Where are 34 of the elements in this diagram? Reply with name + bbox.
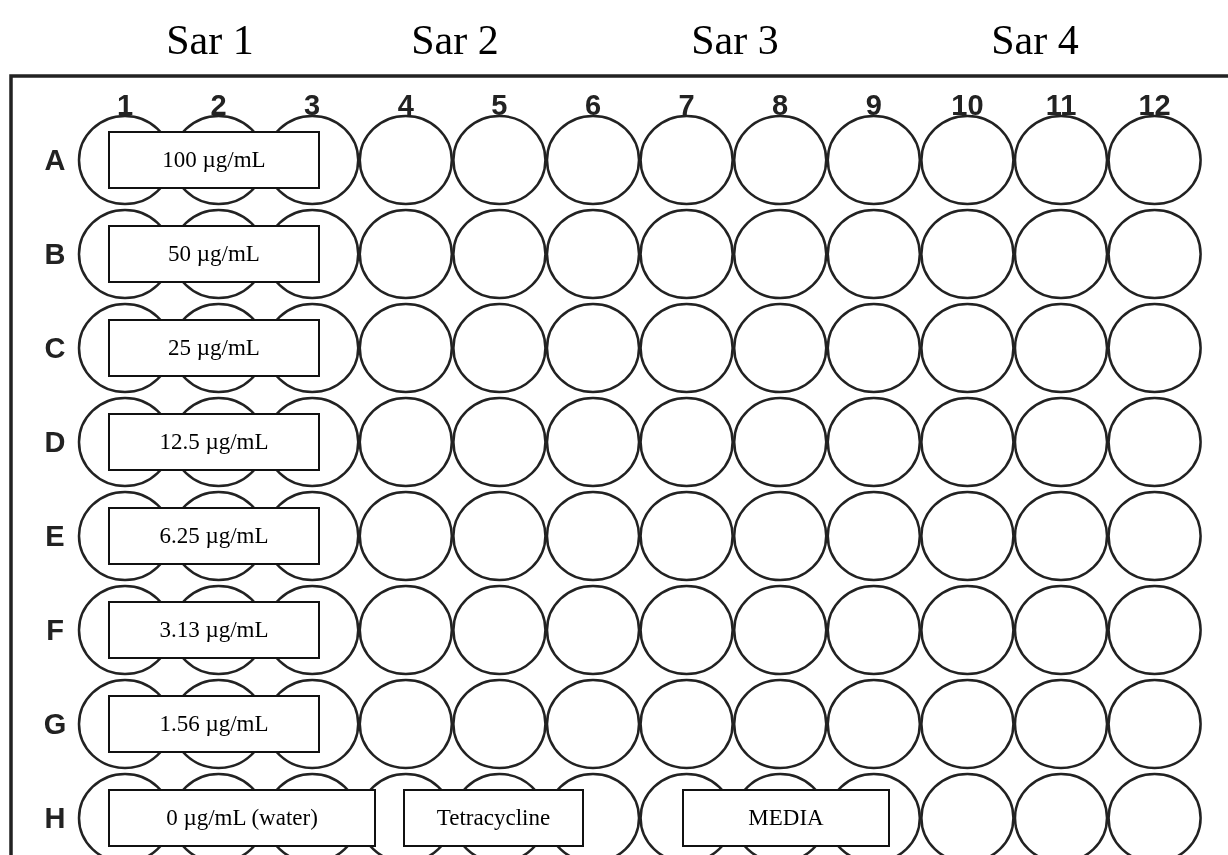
label-box: 6.25 µg/mL xyxy=(108,507,320,565)
row-letter: H xyxy=(44,801,66,835)
column-number: 4 xyxy=(397,88,414,122)
label-box: 100 µg/mL xyxy=(108,131,320,189)
column-number: 12 xyxy=(1138,88,1171,122)
label-box: 50 µg/mL xyxy=(108,225,320,283)
column-number: 8 xyxy=(772,88,789,122)
column-number: 6 xyxy=(584,88,602,122)
label-box: 0 µg/mL (water) xyxy=(108,789,376,847)
column-group-label: Sar 2 xyxy=(411,16,499,64)
row-letter: C xyxy=(44,331,66,365)
column-group-label: Sar 4 xyxy=(991,16,1079,64)
column-number: 1 xyxy=(116,88,134,122)
column-group-label: Sar 3 xyxy=(691,16,779,64)
label-box: Tetracycline xyxy=(403,789,584,847)
row-letter: D xyxy=(44,425,66,459)
column-number: 10 xyxy=(951,88,984,122)
row-letter: G xyxy=(43,707,67,741)
row-letter: B xyxy=(44,237,66,271)
label-box: MEDIA xyxy=(682,789,890,847)
column-number: 9 xyxy=(865,88,882,122)
column-number: 5 xyxy=(491,88,508,122)
label-box: 3.13 µg/mL xyxy=(108,601,320,659)
column-group-label: Sar 1 xyxy=(166,16,254,64)
row-letter: A xyxy=(44,143,66,177)
row-letter: E xyxy=(45,519,65,553)
label-box: 12.5 µg/mL xyxy=(108,413,320,471)
column-number: 2 xyxy=(210,88,227,122)
label-box: 25 µg/mL xyxy=(108,319,320,377)
column-number: 3 xyxy=(304,88,321,122)
column-number: 11 xyxy=(1045,88,1077,122)
row-letter: F xyxy=(46,613,64,647)
label-box: 1.56 µg/mL xyxy=(108,695,320,753)
column-number: 7 xyxy=(678,88,695,122)
